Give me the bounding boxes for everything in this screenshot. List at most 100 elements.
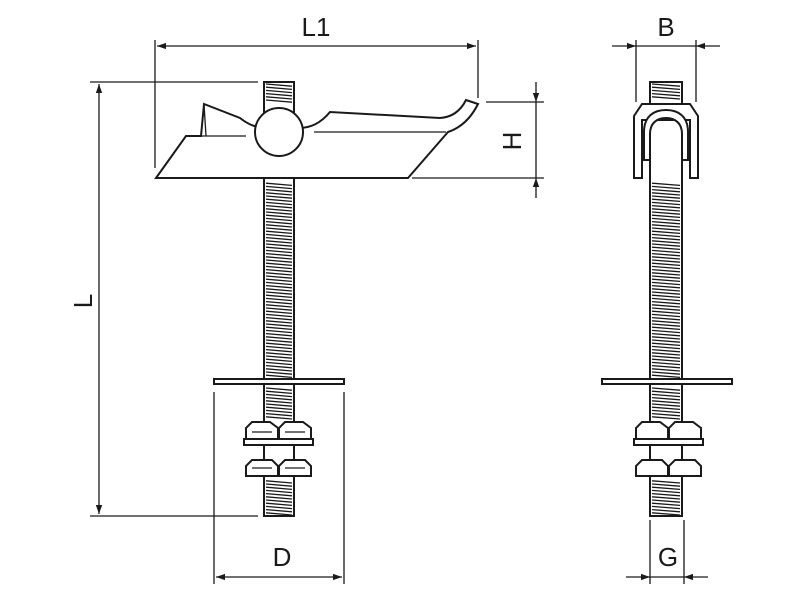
front-nut-lower (245, 459, 312, 477)
thread-line (265, 265, 293, 270)
thread-line (265, 310, 293, 315)
thread-line (265, 412, 293, 417)
thread-line (651, 188, 681, 193)
thread-line (265, 499, 293, 503)
thread-line (265, 332, 293, 337)
thread-line (651, 294, 681, 299)
thread-line (265, 371, 293, 375)
thread-line (651, 329, 681, 334)
thread-line (265, 508, 293, 513)
thread-line (265, 342, 293, 347)
thread-line (265, 92, 293, 97)
thread-line (651, 486, 681, 491)
thread-line (651, 393, 681, 398)
thread-line (651, 243, 681, 247)
thread-line (265, 214, 293, 219)
thread-line (265, 505, 293, 510)
thread-line (651, 416, 681, 420)
side-washer (601, 378, 733, 385)
thread-line (265, 236, 293, 241)
thread-line (651, 284, 681, 289)
thread-line (651, 252, 681, 257)
thread-line (265, 208, 293, 212)
thread-line (651, 316, 681, 321)
dimension-label-l: L (68, 294, 98, 308)
thread-line (651, 275, 681, 279)
thread-line (651, 249, 681, 254)
front-view (154, 81, 480, 517)
thread-line (265, 352, 293, 356)
thread-line (265, 416, 293, 420)
thread-line (265, 192, 293, 196)
thread-line (651, 368, 681, 372)
thread-line (265, 339, 293, 343)
thread-line (265, 368, 293, 372)
thread-line (651, 390, 681, 395)
thread-line (265, 201, 293, 206)
thread-line (265, 336, 293, 340)
thread-line (265, 198, 293, 203)
thread-line (265, 307, 293, 311)
thread-line (651, 326, 681, 331)
thread-line (651, 256, 681, 260)
thread-line (651, 92, 681, 97)
thread-line (265, 361, 293, 366)
side-threaded-rod (649, 81, 683, 517)
thread-line (265, 348, 293, 353)
thread-line (651, 272, 681, 276)
thread-line (651, 361, 681, 366)
thread-line (651, 83, 681, 87)
thread-line (651, 195, 681, 199)
thread-line (651, 483, 681, 487)
front-nut-upper (243, 421, 314, 446)
thread-line (651, 412, 681, 417)
thread-line (651, 371, 681, 375)
thread-line (651, 288, 681, 292)
side-view (601, 81, 733, 517)
thread-line (651, 198, 681, 203)
thread-line (651, 489, 681, 494)
thread-line (265, 246, 293, 251)
thread-line (651, 313, 681, 318)
thread-line (651, 336, 681, 340)
thread-line (265, 89, 293, 94)
thread-line (265, 496, 293, 500)
thread-line (651, 211, 681, 215)
thread-line (651, 281, 681, 286)
thread-line (265, 355, 293, 359)
thread-line (651, 208, 681, 212)
thread-line (651, 278, 681, 283)
dimension-label-d: D (273, 542, 292, 572)
thread-line (265, 83, 293, 87)
thread-line (651, 262, 681, 267)
thread-line (651, 310, 681, 315)
thread-line (651, 304, 681, 308)
thread-line (651, 182, 681, 187)
thread-line (651, 387, 681, 391)
front-toggle-wing (154, 98, 480, 179)
side-toggle-clip (633, 103, 699, 179)
thread-line (651, 502, 681, 507)
thread-line (651, 348, 681, 353)
thread-line (265, 256, 293, 260)
thread-line (265, 316, 293, 321)
thread-line (265, 297, 293, 302)
thread-line (265, 204, 293, 209)
thread-line (651, 323, 681, 327)
thread-line (651, 217, 681, 222)
thread-line (651, 355, 681, 359)
thread-line (651, 480, 681, 484)
thread-line (265, 275, 293, 279)
thread-line (265, 364, 293, 369)
thread-line (265, 262, 293, 267)
thread-line (265, 272, 293, 276)
thread-line (265, 329, 293, 334)
thread-line (651, 320, 681, 324)
thread-line (651, 332, 681, 337)
thread-line (265, 400, 293, 404)
thread-line (265, 268, 293, 273)
thread-line (265, 185, 293, 190)
thread-line (651, 512, 681, 516)
thread-line (651, 374, 681, 379)
